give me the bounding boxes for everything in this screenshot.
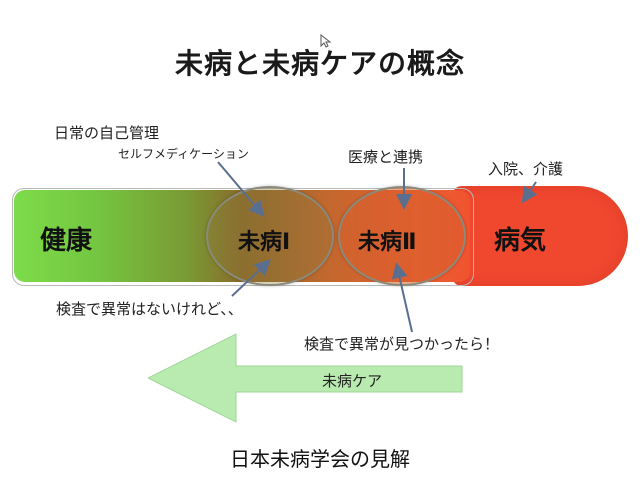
- label-abnormality-found: 検査で異常が見つかったら！: [304, 335, 500, 353]
- mibyo-care-label: 未病ケア: [321, 372, 382, 390]
- label-self-medication: セルフメディケーション: [118, 147, 249, 161]
- caption: 日本未病学会の見解: [230, 447, 410, 471]
- mibyo-care-arrow: [148, 333, 463, 423]
- diagram-title: 未病と未病ケアの概念: [174, 47, 465, 80]
- label-no-abnormality: 検査で異常はないけれど、、: [56, 300, 243, 318]
- label-medical-cooperation: 医療と連携: [348, 148, 424, 166]
- stage-mibyo-1: 未病Ⅰ: [238, 230, 291, 255]
- label-daily-self-management: 日常の自己管理: [54, 124, 160, 142]
- label-hospital-care: 入院、介護: [488, 160, 564, 178]
- mouse-cursor-icon: [320, 34, 332, 48]
- stage-health: 健康: [40, 226, 93, 256]
- stage-mibyo-2: 未病Ⅱ: [358, 230, 417, 255]
- illness-zone: [452, 186, 628, 286]
- stage-illness: 病気: [494, 226, 547, 256]
